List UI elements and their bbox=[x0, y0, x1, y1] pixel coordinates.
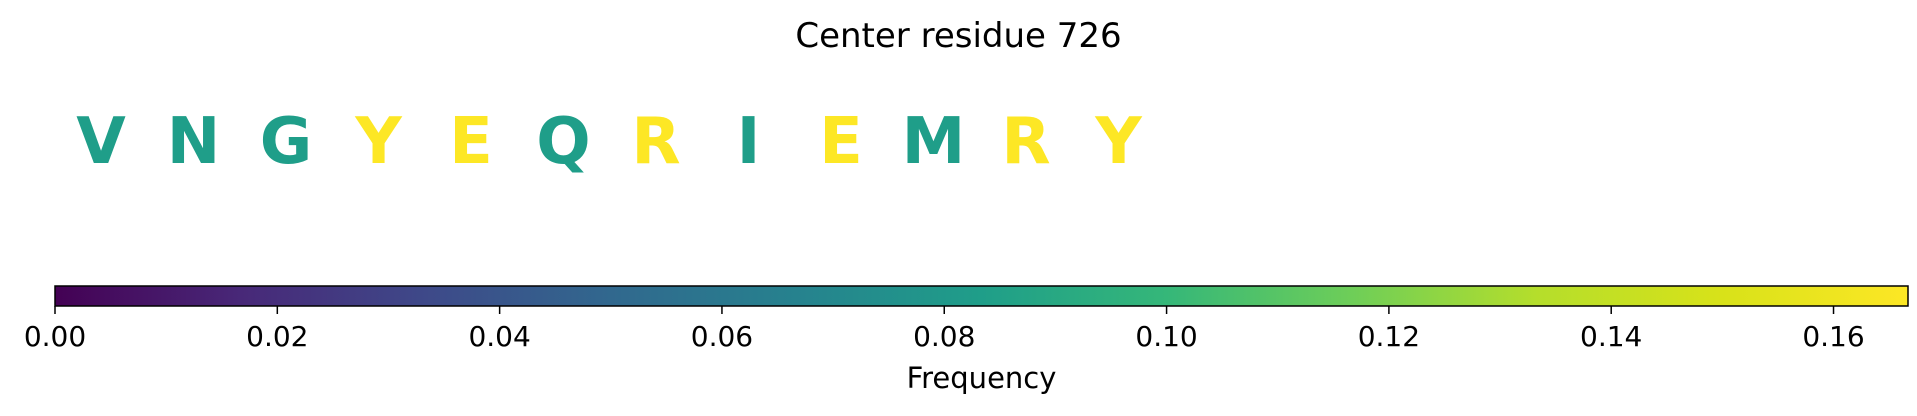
colorbar-tick-label: 0.08 bbox=[913, 320, 975, 353]
residue-letter: R bbox=[631, 105, 681, 179]
colorbar-tick-label: 0.00 bbox=[24, 320, 86, 353]
residue-letter: Y bbox=[355, 105, 402, 179]
colorbar-label: Frequency bbox=[906, 361, 1057, 395]
residue-letter: N bbox=[166, 105, 221, 179]
colorbar-tick-label: 0.06 bbox=[691, 320, 753, 353]
colorbar-tick-label: 0.16 bbox=[1802, 320, 1864, 353]
colorbar-tick-label: 0.10 bbox=[1135, 320, 1197, 353]
residue-letter: Y bbox=[1095, 105, 1142, 179]
residue-letter: Q bbox=[536, 105, 591, 179]
residue-letter: V bbox=[76, 105, 126, 179]
colorbar-tick-label: 0.02 bbox=[246, 320, 308, 353]
colorbar-tick-label: 0.12 bbox=[1358, 320, 1420, 353]
chart-title: Center residue 726 bbox=[795, 16, 1122, 56]
residue-letter: G bbox=[259, 105, 313, 179]
colorbar-tick-label: 0.14 bbox=[1580, 320, 1642, 353]
colorbar-tick-label: 0.04 bbox=[468, 320, 530, 353]
residue-letter: E bbox=[449, 105, 493, 179]
colorbar-gradient bbox=[54, 285, 1909, 307]
residue-letter: E bbox=[819, 105, 863, 179]
colorbar-ticks: 0.00 0.02 0.04 0.06 0.08 0.10 0.12 0.14 0.16 bbox=[24, 306, 1865, 353]
colorbar: 0.00 0.02 0.04 0.06 0.08 0.10 0.12 0.14 0.16 bbox=[24, 285, 1909, 353]
residue-letter: R bbox=[1001, 105, 1051, 179]
residue-letter: M bbox=[901, 105, 966, 179]
residue-letter: I bbox=[736, 105, 761, 179]
